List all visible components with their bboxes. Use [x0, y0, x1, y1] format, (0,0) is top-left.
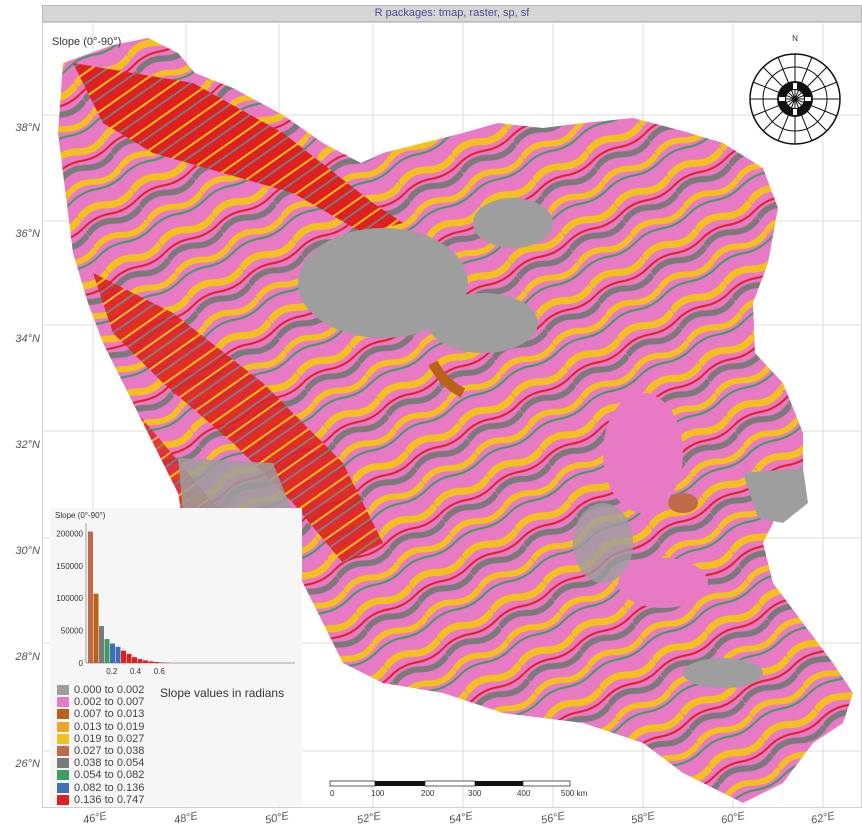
legend-label: 0.038 to 0.054 [74, 757, 145, 770]
histogram-title: Slope (0°-90°) [55, 511, 106, 520]
histogram-bar [143, 660, 148, 663]
scale-tick-300: 300 [468, 789, 482, 798]
scale-tick-500: 500 km [561, 789, 588, 798]
legend-swatch [57, 685, 69, 695]
legend-label: 0.136 to 0.747 [74, 793, 145, 806]
histogram-y-tick: 0 [79, 659, 84, 668]
legend-swatch [57, 721, 69, 732]
histogram-y-tick: 100000 [56, 594, 83, 603]
histogram-x-tick: 0.2 [106, 667, 118, 675]
histogram-bar [121, 650, 126, 663]
histogram-y-tick: 50000 [61, 627, 84, 636]
histogram-bar [148, 661, 154, 663]
map-title-bar: R packages: tmap, raster, sp, sf [42, 5, 862, 22]
map-slope-title: Slope (0°-90°) [52, 36, 122, 48]
legend-label: 0.013 to 0.019 [74, 720, 145, 733]
histogram-bar [99, 626, 104, 663]
lon-label-50: 50°E [264, 810, 290, 827]
legend-label: 0.082 to 0.136 [74, 781, 145, 794]
histogram-bar [104, 639, 110, 663]
histogram-bar [137, 659, 143, 663]
histogram-y-tick: 200000 [56, 529, 83, 538]
histogram-bar [159, 662, 165, 663]
lat-label-36: 36°N [15, 228, 40, 240]
legend-swatch [57, 733, 69, 744]
histogram-bar [132, 657, 137, 663]
lat-label-34: 34°N [15, 333, 40, 345]
slope-histogram: 0 50000 100000 150000 200000 0.2 0.4 0.6 [56, 523, 295, 675]
lon-label-54: 54°E [448, 810, 474, 827]
compass-north-label: N [792, 34, 798, 43]
legend-label: 0.027 to 0.038 [74, 745, 145, 757]
histogram-bar [115, 646, 121, 663]
histogram-bar [93, 593, 99, 663]
lon-label-46: 46°E [82, 810, 108, 827]
legend-label: 0.019 to 0.027 [74, 732, 145, 745]
scale-bar [329, 780, 571, 787]
legend-label: 0.007 to 0.013 [74, 708, 145, 721]
scale-tick-200: 200 [421, 789, 435, 798]
histogram-bar [126, 653, 132, 663]
histogram-bar [154, 662, 159, 663]
compass-rose [749, 53, 841, 145]
histogram-y-tick: 150000 [56, 562, 83, 571]
lon-label-58: 58°E [630, 810, 656, 827]
lon-label-60: 60°E [720, 810, 746, 827]
scale-tick-0: 0 [330, 789, 335, 798]
lat-label-26: 26°N [15, 758, 40, 770]
plain-area-east [743, 468, 808, 523]
legend-swatch [57, 758, 69, 769]
histogram-bar [88, 531, 93, 663]
histogram-bar [110, 643, 115, 663]
legend-swatch [57, 746, 69, 756]
lat-label-38: 38°N [15, 122, 40, 134]
legend-swatch [57, 709, 69, 720]
lon-label-62: 62°E [810, 810, 836, 827]
legend-swatch [57, 794, 69, 805]
lat-label-32: 32°N [15, 439, 40, 451]
legend-heading: Slope values in radians [160, 686, 285, 700]
histogram-x-tick: 0.4 [130, 667, 142, 675]
legend-swatch [57, 697, 69, 708]
lon-label-56: 56°E [540, 810, 566, 827]
scale-bar-labels: 0 100 200 300 400 500 km [330, 789, 588, 798]
legend-label: 0.000 to 0.002 [74, 684, 145, 696]
lat-label-28: 28°N [15, 651, 40, 663]
lon-label-48: 48°E [173, 810, 199, 827]
legend-label: 0.054 to 0.082 [74, 769, 145, 782]
legend-swatch [57, 782, 69, 793]
scale-tick-400: 400 [517, 789, 531, 798]
legend-label: 0.002 to 0.007 [74, 696, 145, 709]
scale-tick-100: 100 [371, 789, 385, 798]
histogram-x-tick: 0.6 [154, 667, 166, 675]
lat-label-30: 30°N [15, 545, 40, 557]
legend-swatch [57, 770, 69, 781]
lon-label-52: 52°E [356, 810, 382, 827]
